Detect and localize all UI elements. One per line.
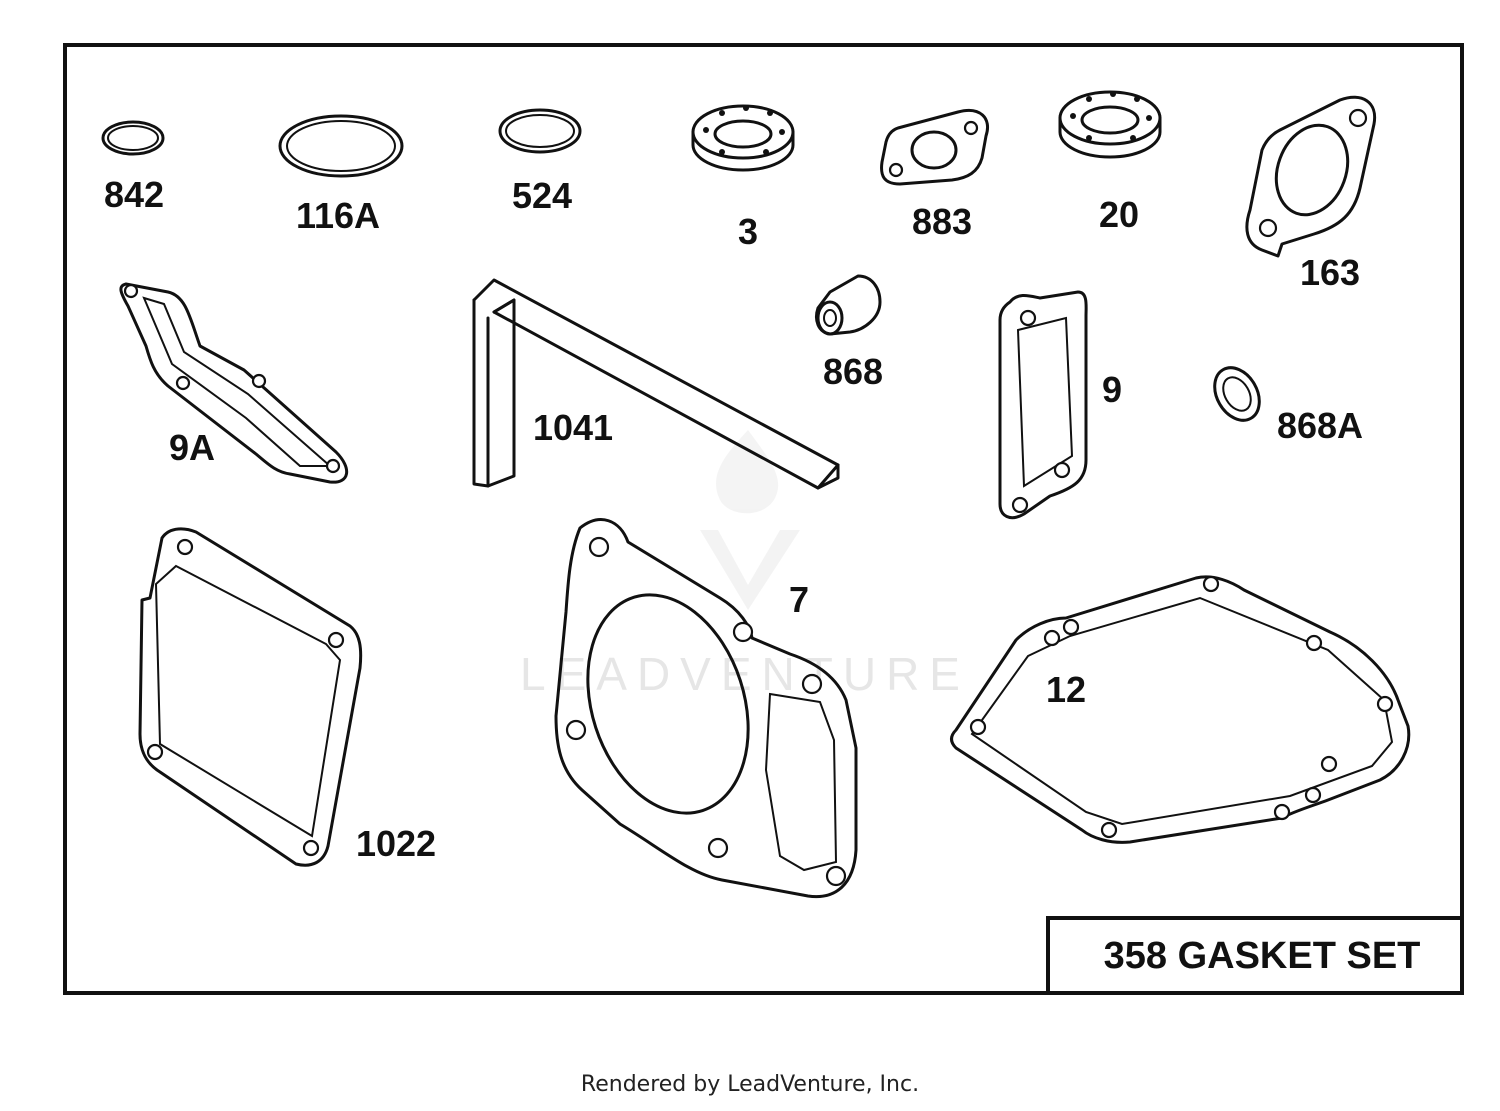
- part-label-116A: 116A: [296, 195, 380, 236]
- part-label-868: 868: [823, 351, 883, 392]
- part-7-drawing: [554, 518, 858, 899]
- part-20-drawing: [1058, 90, 1162, 159]
- part-163-drawing: [1245, 95, 1377, 258]
- watermark-text: LEADVENTURE: [520, 648, 970, 700]
- part-label-7: 7: [789, 579, 809, 620]
- part-9-drawing: [998, 290, 1088, 520]
- part-116A-drawing: [278, 114, 404, 178]
- part-12-drawing: [950, 575, 1411, 844]
- part-868-drawing: [815, 274, 882, 336]
- part-1022-drawing: [138, 527, 363, 867]
- part-883-drawing: [880, 109, 989, 186]
- title-box-label: 358 GASKET SET: [1104, 935, 1421, 977]
- part-label-9A: 9A: [169, 427, 215, 468]
- part-label-3: 3: [738, 211, 758, 252]
- watermark-logo: [700, 430, 800, 610]
- footer-credit: Rendered by LeadVenture, Inc.: [580, 1072, 920, 1097]
- part-label-868A: 868A: [1277, 405, 1363, 446]
- part-label-1041: 1041: [533, 407, 613, 448]
- title-box: [1046, 916, 1464, 995]
- part-label-1022: 1022: [356, 823, 436, 864]
- part-label-163: 163: [1300, 252, 1360, 293]
- part-label-883: 883: [912, 201, 972, 242]
- part-label-524: 524: [512, 175, 572, 216]
- part-1041-drawing: [472, 278, 840, 490]
- diagram-border: [63, 43, 1464, 995]
- part-label-12: 12: [1046, 669, 1086, 710]
- part-label-20: 20: [1099, 194, 1139, 235]
- part-3-drawing: [691, 104, 795, 172]
- part-9A-drawing: [119, 282, 348, 484]
- part-524-drawing: [498, 108, 582, 154]
- part-842-drawing: [101, 120, 165, 156]
- part-label-842: 842: [104, 174, 164, 215]
- part-868A-drawing: [1213, 366, 1261, 422]
- part-label-9: 9: [1102, 369, 1122, 410]
